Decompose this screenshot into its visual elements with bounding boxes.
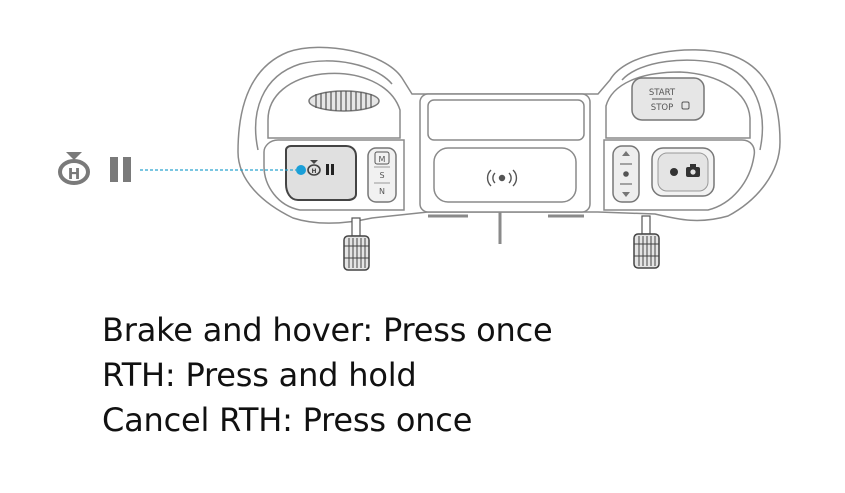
record-photo-button[interactable] [651, 147, 715, 197]
pause-icon [110, 157, 131, 182]
instruction-brake-hover: Brake and hover: Press once [102, 311, 553, 349]
instruction-rth: RTH: Press and hold [102, 356, 417, 394]
rth-pause-button[interactable]: H [285, 145, 357, 201]
start-label: START [649, 88, 676, 98]
camera-icon [686, 164, 700, 177]
stop-label: STOP [651, 103, 673, 113]
instruction-cancel-rth: Cancel RTH: Press once [102, 401, 473, 439]
svg-text:H: H [68, 165, 81, 183]
remote-controller-diagram: H [57, 46, 781, 271]
mode-m-label: M [379, 155, 386, 164]
left-control-stick[interactable] [343, 217, 370, 271]
svg-text:H: H [311, 168, 316, 175]
start-stop-button[interactable]: START STOP [631, 77, 705, 121]
instruction-list: Brake and hover: Press once RTH: Press a… [102, 308, 553, 443]
right-rocker-button[interactable] [612, 145, 640, 203]
mode-n-label: N [379, 187, 385, 196]
record-icon [670, 168, 678, 176]
left-dial[interactable] [308, 90, 380, 112]
rth-home-icon: H [57, 152, 91, 185]
right-control-stick[interactable] [633, 215, 660, 269]
highlight-dot-icon [296, 165, 306, 175]
flight-mode-switch[interactable]: M S N [367, 147, 397, 203]
wireless-icon [486, 169, 518, 187]
mode-s-label: S [379, 171, 384, 180]
